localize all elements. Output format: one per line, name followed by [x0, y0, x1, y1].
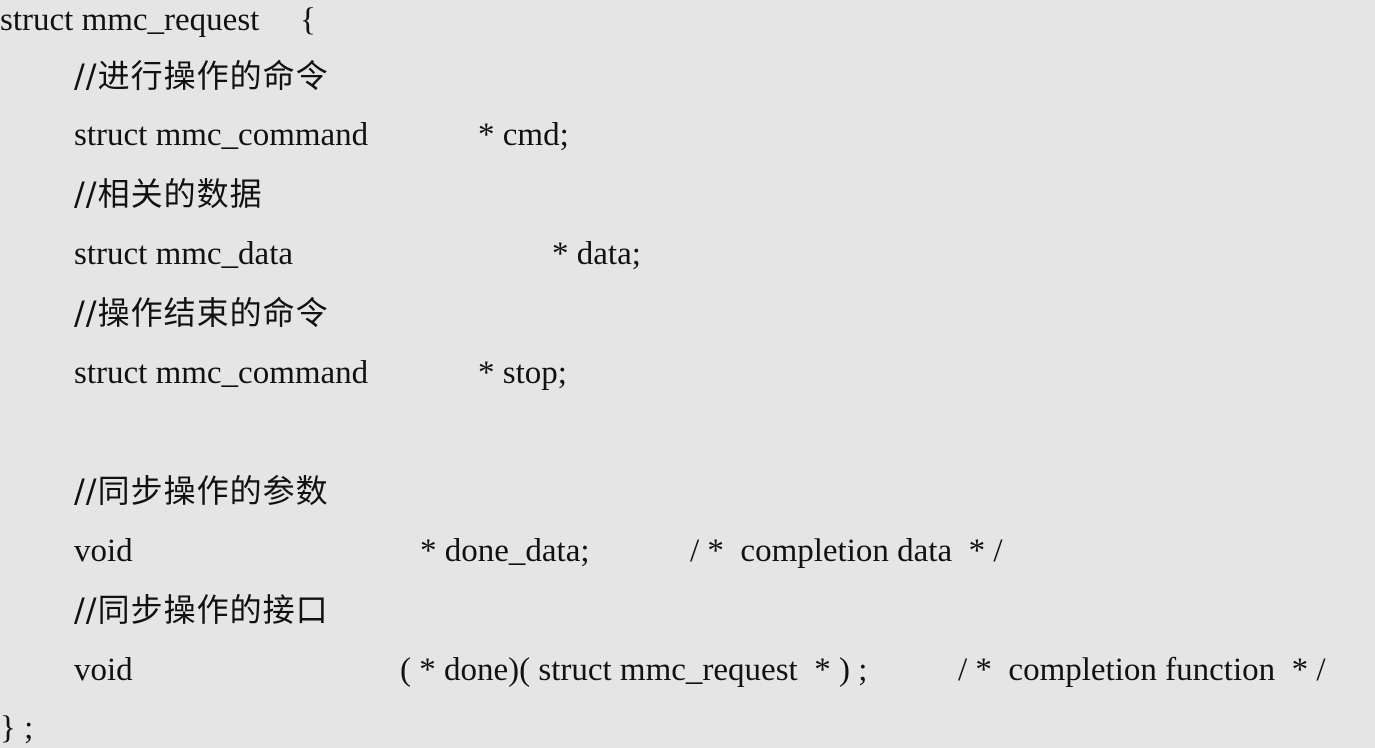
field-name: * data;	[552, 236, 641, 272]
struct-keyword: struct mmc_request	[0, 2, 260, 38]
struct-end-line: } ;	[0, 708, 33, 748]
field-type: void	[74, 652, 133, 688]
field-type: struct mmc_command	[74, 117, 369, 153]
comment-line: //同步操作的参数	[0, 471, 328, 511]
comment-line: //同步操作的接口	[0, 590, 328, 630]
inline-comment: / * completion function * /	[958, 652, 1326, 688]
field-name: * cmd;	[478, 117, 569, 153]
field-line-stop: struct mmc_command * stop;	[0, 353, 567, 393]
field-type: struct mmc_data	[74, 236, 294, 272]
comment-text: //同步操作的接口	[74, 591, 329, 629]
inline-comment: / * completion data * /	[690, 533, 1003, 569]
field-line-done-data: void * done_data; / * completion data * …	[0, 531, 1003, 571]
comment-line: //进行操作的命令	[0, 56, 328, 96]
comment-text: //相关的数据	[74, 175, 263, 213]
comment-line: //相关的数据	[0, 174, 262, 214]
field-name: * stop;	[478, 355, 567, 391]
field-line-data: struct mmc_data * data;	[0, 234, 641, 274]
field-type: void	[74, 533, 133, 569]
field-name: * done_data;	[420, 533, 590, 569]
comment-text: //进行操作的命令	[74, 57, 329, 95]
field-type: struct mmc_command	[74, 355, 369, 391]
field-line-cmd: struct mmc_command * cmd;	[0, 115, 569, 155]
comment-line: //操作结束的命令	[0, 293, 328, 333]
function-pointer: ( * done)( struct mmc_request * ) ;	[400, 652, 868, 688]
open-brace: {	[300, 2, 316, 38]
close-brace: } ;	[0, 710, 34, 746]
struct-declaration-line: struct mmc_request {	[0, 0, 316, 40]
comment-text: //同步操作的参数	[74, 472, 329, 510]
comment-text: //操作结束的命令	[74, 294, 329, 332]
field-line-done: void ( * done)( struct mmc_request * ) ;…	[0, 650, 1326, 690]
